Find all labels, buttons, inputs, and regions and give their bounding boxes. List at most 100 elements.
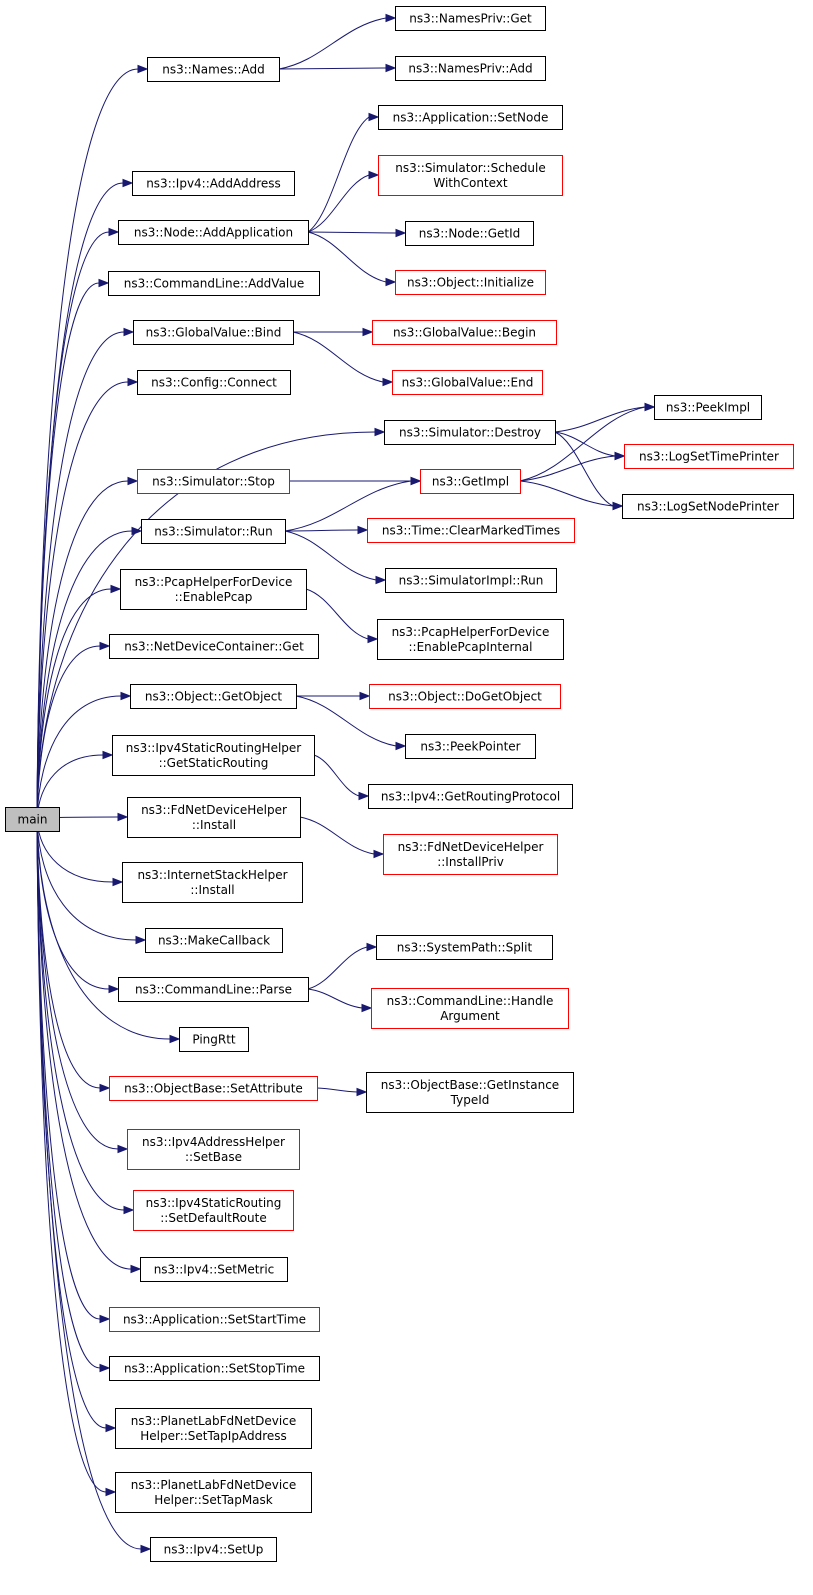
- edge-line: [36, 818, 101, 1320]
- node-namespriv-get[interactable]: ns3::NamesPriv::Get: [395, 6, 546, 31]
- node-box: [395, 270, 546, 295]
- node-namespriv-add[interactable]: ns3::NamesPriv::Add: [395, 56, 546, 81]
- edge-arrowhead: [137, 64, 149, 74]
- node-gv-begin[interactable]: ns3::GlobalValue::Begin: [372, 320, 557, 345]
- edge-line: [36, 381, 129, 820]
- node-pingrtt[interactable]: PingRtt: [179, 1027, 249, 1052]
- node-ipv4sr-sdr[interactable]: ns3::Ipv4StaticRouting::SetDefaultRoute: [133, 1190, 294, 1231]
- node-makecallback[interactable]: ns3::MakeCallback: [145, 928, 283, 953]
- node-logsetnode[interactable]: ns3::LogSetNodePrinter: [622, 494, 794, 519]
- node-logsettime[interactable]: ns3::LogSetTimePrinter: [624, 444, 794, 469]
- node-label: ns3::Application::SetStartTime: [123, 1313, 306, 1327]
- node-node-getid[interactable]: ns3::Node::GetId: [405, 221, 534, 246]
- edge-line: [519, 480, 614, 507]
- edge-main-to-cfg_connect: [36, 377, 139, 820]
- node-label: ns3::SystemPath::Split: [397, 941, 533, 955]
- edge-arrowhead: [105, 1487, 117, 1497]
- node-box: [127, 797, 301, 838]
- edge-main-to-obj_getobject: [36, 691, 132, 820]
- node-app-setnode[interactable]: ns3::Application::SetNode: [378, 105, 563, 130]
- node-gv-end[interactable]: ns3::GlobalValue::End: [392, 370, 543, 395]
- node-label: ns3::GlobalValue::Begin: [393, 326, 536, 340]
- node-fdndh-install[interactable]: ns3::FdNetDeviceHelper::Install: [127, 797, 301, 838]
- edge-arrowhead: [366, 942, 378, 952]
- node-sp-split[interactable]: ns3::SystemPath::Split: [376, 935, 553, 960]
- node-plfd-settapip[interactable]: ns3::PlanetLabFdNetDeviceHelper::SetTapI…: [115, 1408, 312, 1449]
- node-cfg-connect[interactable]: ns3::Config::Connect: [137, 370, 291, 395]
- node-simimpl-run[interactable]: ns3::SimulatorImpl::Run: [385, 568, 557, 593]
- node-plfd-settapmask[interactable]: ns3::PlanetLabFdNetDeviceHelper::SetTapM…: [115, 1472, 312, 1513]
- node-sim-run[interactable]: ns3::Simulator::Run: [141, 519, 286, 544]
- node-label: ns3::GetImpl: [432, 475, 509, 489]
- node-label: ns3::Ipv4::SetMetric: [154, 1263, 275, 1277]
- node-box: [369, 684, 561, 709]
- node-box: [127, 1129, 300, 1170]
- node-sim-stop[interactable]: ns3::Simulator::Stop: [137, 469, 290, 494]
- edge-main-to-makecallback: [36, 818, 147, 945]
- node-label: ns3::PlanetLabFdNetDevice: [131, 1478, 296, 1492]
- node-box: [366, 1072, 574, 1113]
- node-ipv4srh-gsr[interactable]: ns3::Ipv4StaticRoutingHelper::GetStaticR…: [112, 735, 315, 776]
- node-ish-install[interactable]: ns3::InternetStackHelper::Install: [122, 862, 303, 903]
- edge-line: [519, 455, 616, 482]
- edge-line: [292, 331, 384, 383]
- node-ipv4ah-setbase[interactable]: ns3::Ipv4AddressHelper::SetBase: [127, 1129, 300, 1170]
- edge-arrowhead: [368, 170, 380, 180]
- node-cl-addvalue[interactable]: ns3::CommandLine::AddValue: [108, 271, 320, 296]
- node-peekpointer[interactable]: ns3::PeekPointer: [405, 734, 536, 759]
- node-box: [141, 519, 286, 544]
- edge-arrowhead: [99, 641, 111, 651]
- node-app-setstop[interactable]: ns3::Application::SetStopTime: [109, 1356, 320, 1381]
- node-box: [395, 6, 546, 31]
- node-fdndh-installpriv[interactable]: ns3::FdNetDeviceHelper::InstallPriv: [383, 834, 558, 875]
- node-app-setstart[interactable]: ns3::Application::SetStartTime: [109, 1307, 320, 1332]
- node-label: ns3::PcapHelperForDevice: [392, 625, 550, 639]
- node-pcap-enableint[interactable]: ns3::PcapHelperForDevice::EnablePcapInte…: [377, 619, 564, 660]
- node-ipv4-setmetric[interactable]: ns3::Ipv4::SetMetric: [140, 1257, 288, 1282]
- node-box: [133, 1190, 294, 1231]
- node-main[interactable]: main: [5, 807, 60, 832]
- node-node-addapp[interactable]: ns3::Node::AddApplication: [118, 220, 309, 245]
- edge-node_addapp-to-app_setnode: [307, 112, 380, 233]
- node-time-cmt[interactable]: ns3::Time::ClearMarkedTimes: [367, 518, 575, 543]
- edge-line: [36, 588, 112, 820]
- node-box: [122, 862, 303, 903]
- edge-line: [554, 406, 646, 433]
- node-label: ns3::GlobalValue::Bind: [146, 326, 282, 340]
- node-label: ns3::GlobalValue::End: [402, 376, 534, 390]
- edge-line: [36, 818, 142, 1550]
- node-gv-bind[interactable]: ns3::GlobalValue::Bind: [133, 320, 294, 345]
- edge-arrowhead: [169, 1034, 181, 1044]
- edge-arrowhead: [375, 575, 387, 585]
- node-ndc-get[interactable]: ns3::NetDeviceContainer::Get: [109, 634, 319, 659]
- node-obj-init[interactable]: ns3::Object::Initialize: [395, 270, 546, 295]
- node-getimpl[interactable]: ns3::GetImpl: [420, 469, 521, 494]
- edge-line: [316, 1087, 358, 1093]
- edge-arrowhead: [99, 1083, 111, 1093]
- node-obj-getobject[interactable]: ns3::Object::GetObject: [130, 684, 297, 709]
- edge-arrowhead: [385, 63, 397, 73]
- node-sim-destroy[interactable]: ns3::Simulator::Destroy: [384, 420, 556, 445]
- edge-arrowhead: [110, 584, 122, 594]
- node-obj-dogetobject[interactable]: ns3::Object::DoGetObject: [369, 684, 561, 709]
- node-box: [118, 977, 309, 1002]
- node-label: main: [18, 813, 48, 827]
- node-cl-parse[interactable]: ns3::CommandLine::Parse: [118, 977, 309, 1002]
- edge-line: [305, 588, 369, 640]
- edge-arrowhead: [367, 634, 379, 644]
- edge-line: [307, 231, 387, 283]
- node-peekimpl[interactable]: ns3::PeekImpl: [654, 395, 762, 420]
- node-box: [367, 518, 575, 543]
- node-ipv4-setup[interactable]: ns3::Ipv4::SetUp: [150, 1537, 277, 1562]
- node-ipv4-addaddr[interactable]: ns3::Ipv4::AddAddress: [132, 171, 295, 196]
- node-names-add[interactable]: ns3::Names::Add: [147, 57, 280, 82]
- node-ob-setattr[interactable]: ns3::ObjectBase::SetAttribute: [109, 1076, 318, 1101]
- node-ipv4-grp[interactable]: ns3::Ipv4::GetRoutingProtocol: [368, 784, 573, 809]
- node-label: Helper::SetTapMask: [154, 1493, 273, 1507]
- node-pcap-enable[interactable]: ns3::PcapHelperForDevice::EnablePcap: [120, 569, 307, 610]
- edge-line: [278, 67, 387, 70]
